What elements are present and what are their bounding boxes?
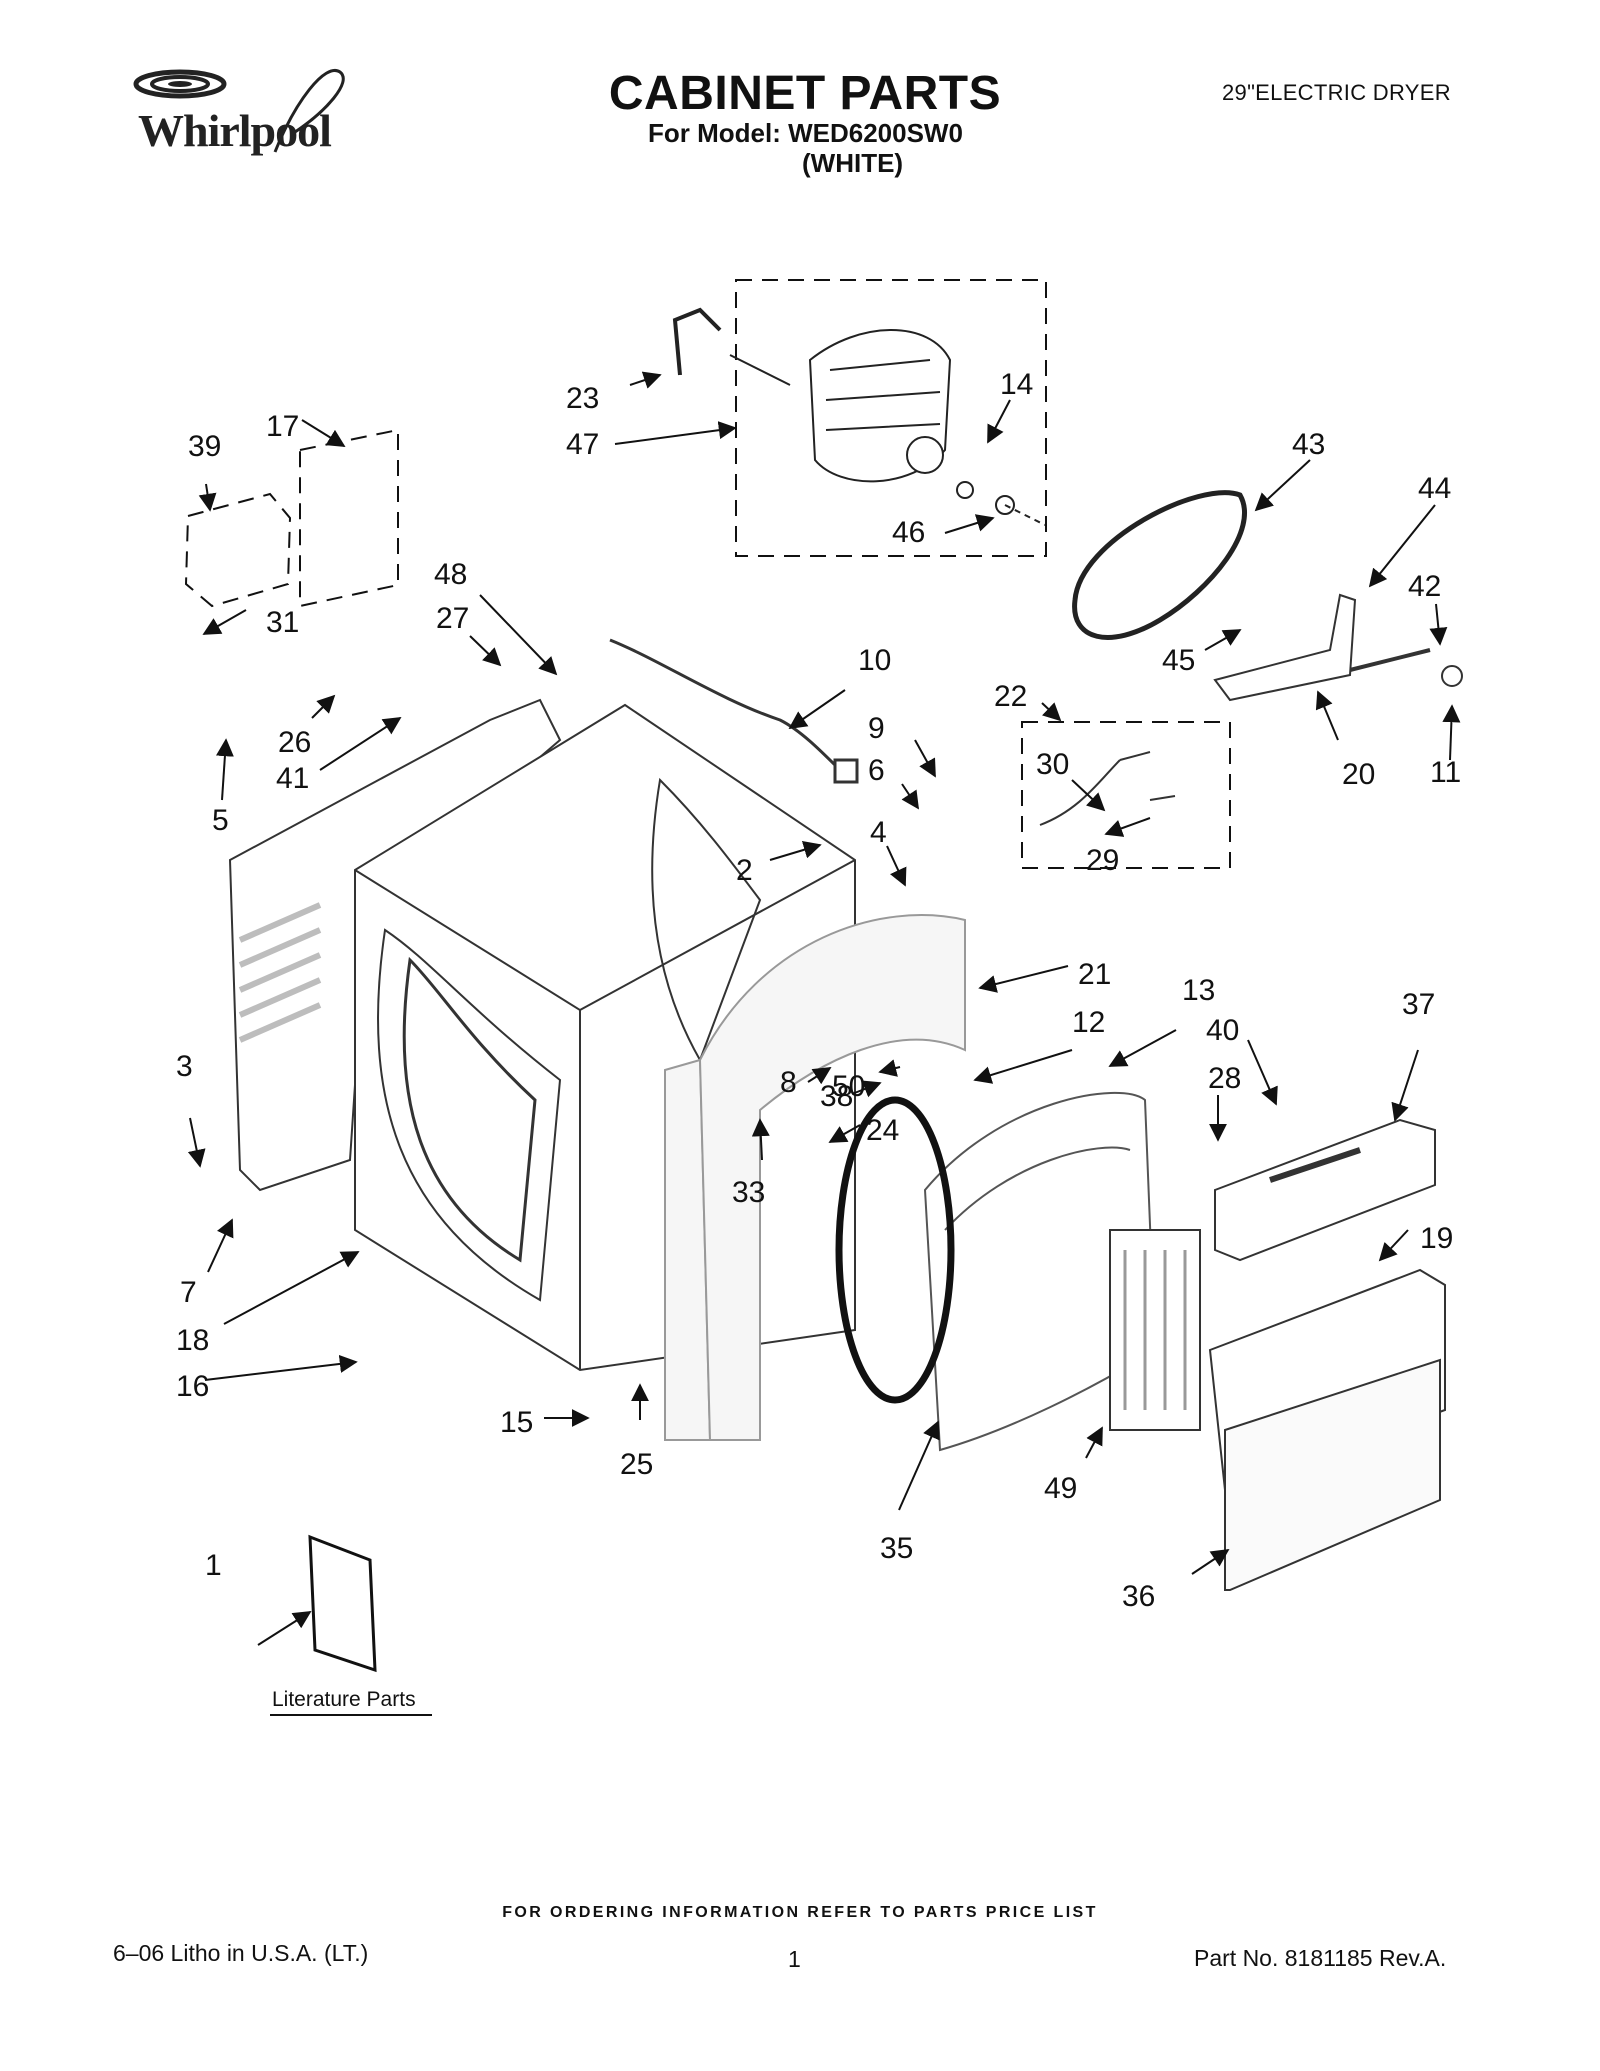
callout-41: 41: [276, 762, 309, 795]
callout-7: 7: [180, 1276, 197, 1309]
callout-39: 39: [188, 430, 221, 463]
callout-20: 20: [1342, 758, 1375, 791]
callout-35: 35: [880, 1532, 913, 1565]
callout-46: 46: [892, 516, 925, 549]
brand-wordmark: Whirlpool: [138, 105, 332, 156]
callout-10: 10: [858, 644, 891, 677]
front-panel: [664, 914, 966, 1441]
callout-43: 43: [1292, 428, 1325, 461]
callout-3: 3: [176, 1050, 193, 1083]
callout-27: 27: [436, 602, 469, 635]
leader-lines: [187, 371, 1461, 1646]
motor-dashed-box: [735, 279, 1047, 557]
callout-48: 48: [434, 558, 467, 591]
callout-42: 42: [1408, 570, 1441, 603]
callout-19: 19: [1420, 1222, 1453, 1255]
callout-6: 6: [868, 754, 885, 787]
belt-and-idler: [1072, 490, 1247, 640]
idler-bracket: [1213, 593, 1463, 702]
callout-31: 31: [266, 606, 299, 639]
callout-38: 38: [820, 1080, 853, 1113]
wire-harness: [609, 638, 859, 784]
callout-1: 1: [205, 1549, 222, 1582]
callout-50: 50: [832, 1070, 865, 1103]
product-type: 29"ELECTRIC DRYER: [1222, 80, 1451, 105]
whirlpool-logo-swirl-icon: [133, 69, 345, 153]
callout-9: 9: [868, 712, 885, 745]
console-and-door: [1208, 1118, 1446, 1591]
callout-18: 18: [176, 1324, 209, 1357]
callout-15: 15: [500, 1406, 533, 1439]
callout-12: 12: [1072, 1006, 1105, 1039]
callout-33: 33: [732, 1176, 765, 1209]
motor-assembly: [672, 307, 1046, 526]
callout-36: 36: [1122, 1580, 1155, 1613]
callout-13: 13: [1182, 974, 1215, 1007]
callout-8: 8: [780, 1066, 797, 1099]
callout-14: 14: [1000, 368, 1033, 401]
ordering-note: FOR ORDERING INFORMATION REFER TO PARTS …: [502, 1904, 1098, 1921]
callout-30: 30: [1036, 748, 1069, 781]
callout-22: 22: [994, 680, 1027, 713]
callout-24: 24: [866, 1114, 899, 1147]
model-color: (WHITE): [802, 148, 904, 178]
part-number: Part No. 8181185 Rev.A.: [1194, 1945, 1447, 1971]
callout-labels: 1 2 3 4 5 6 7 8 9 10 11 12 13 14 15 16 1…: [176, 368, 1461, 1613]
callout-45: 45: [1162, 644, 1195, 677]
callout-16: 16: [176, 1370, 209, 1403]
callout-5: 5: [212, 804, 229, 837]
callout-25: 25: [620, 1448, 653, 1481]
literature-booklet: [308, 1534, 377, 1673]
callout-26: 26: [278, 726, 311, 759]
cabinet-dashed-box: [184, 428, 1231, 869]
callout-44: 44: [1418, 472, 1451, 505]
callout-17: 17: [266, 410, 299, 443]
callout-4: 4: [870, 816, 887, 849]
callout-11: 11: [1430, 756, 1461, 789]
callout-47: 47: [566, 428, 599, 461]
front-door-frame: [835, 1091, 1201, 1452]
literature-parts-label: Literature Parts: [272, 1688, 416, 1711]
callout-21: 21: [1078, 958, 1111, 991]
page-title: CABINET PARTS: [608, 67, 1002, 120]
model-number: For Model: WED6200SW0: [648, 118, 963, 148]
callout-28: 28: [1208, 1062, 1241, 1095]
callout-23: 23: [566, 382, 599, 415]
callout-40: 40: [1206, 1014, 1239, 1047]
litho-info: 6–06 Litho in U.S.A. (LT.): [113, 1940, 369, 1966]
callout-29: 29: [1086, 844, 1119, 877]
literature-parts-underline: [270, 1714, 432, 1716]
callout-2: 2: [736, 854, 753, 887]
page-number: 1: [788, 1946, 801, 1972]
callout-37: 37: [1402, 988, 1435, 1021]
callout-49: 49: [1044, 1472, 1077, 1505]
